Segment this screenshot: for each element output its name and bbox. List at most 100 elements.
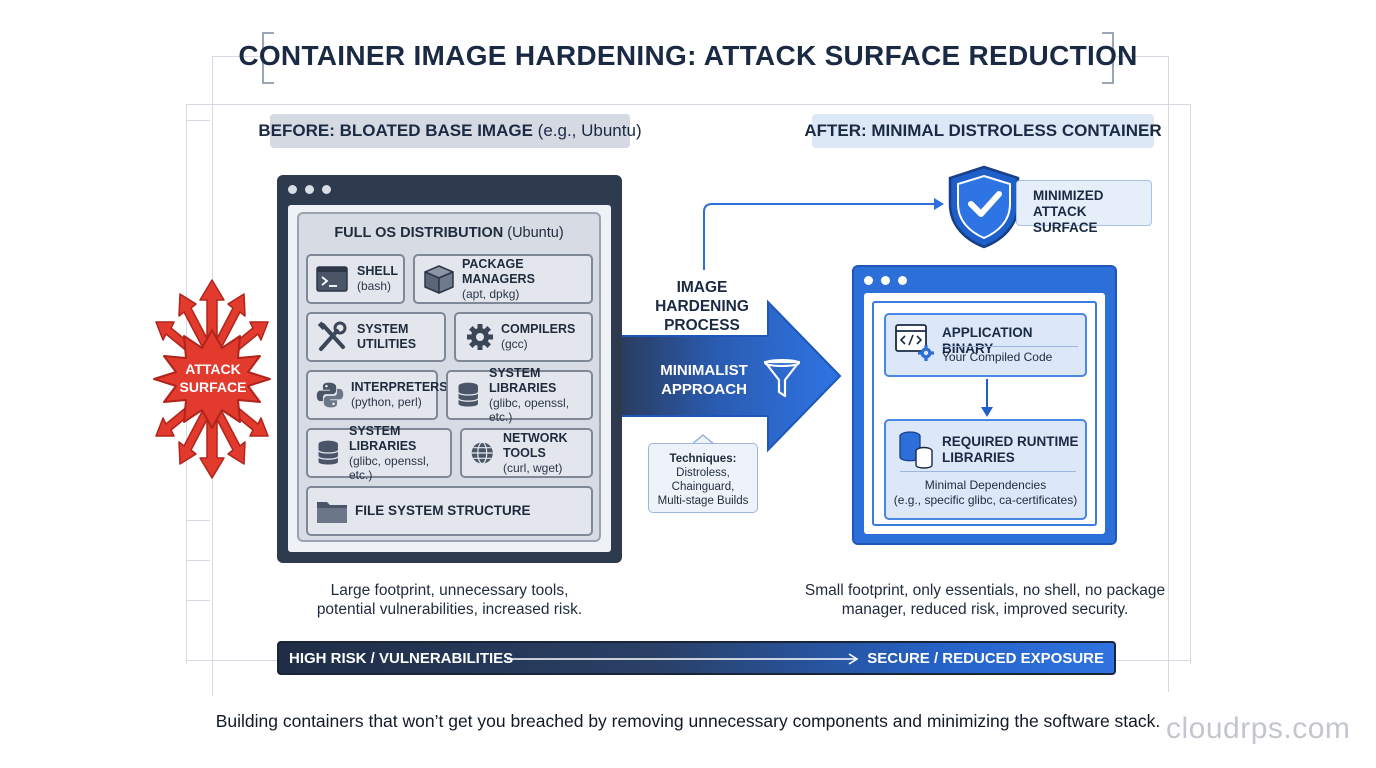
app-binary-divider (942, 346, 1078, 347)
before-header-bold: BEFORE: BLOATED BASE IMAGE (258, 121, 533, 140)
shield-check-icon (948, 165, 1020, 249)
os-title-light: (Ubuntu) (503, 225, 564, 241)
after-caption-line2: manager, reduced risk, improved security… (841, 601, 1129, 618)
window-dot (322, 185, 331, 194)
attack-label-line1: ATTACK (185, 361, 241, 377)
component-file-system-structure: FILE SYSTEM STRUCTURE (306, 486, 593, 536)
attack-surface-label: ATTACK SURFACE (170, 360, 256, 396)
window-dot (898, 276, 907, 285)
runtime-libraries-name-line2: LIBRARIES (942, 450, 1015, 465)
risk-bar-left-label: HIGH RISK / VULNERABILITIES (289, 650, 514, 667)
attack-star-body (153, 329, 271, 429)
component-interpreters: INTERPRETERS(python, perl) (306, 370, 448, 420)
os-title: FULL OS DISTRIBUTION (Ubuntu) (299, 225, 599, 241)
component-name: INTERPRETERS (351, 380, 448, 395)
after-container-window: APPLICATION BINARY Your Compiled Code RE… (852, 265, 1117, 545)
risk-gradient-bar: HIGH RISK / VULNERABILITIES SECURE / RED… (277, 641, 1116, 675)
attack-arrows (155, 279, 269, 479)
component-name: COMPILERS (501, 322, 576, 337)
guide-line (186, 520, 210, 521)
database-icon (457, 382, 479, 407)
guide-line (186, 120, 210, 121)
guide-line (1116, 56, 1168, 57)
attack-label-line2: SURFACE (179, 379, 247, 395)
technique-item: Distroless, (676, 467, 730, 479)
component-name: NETWORK TOOLS (503, 430, 568, 460)
before-header: BEFORE: BLOATED BASE IMAGE (e.g., Ubuntu… (258, 114, 642, 148)
title-bracket-right (1102, 32, 1114, 84)
guide-line (186, 600, 210, 601)
funnel-icon (763, 359, 801, 398)
runtime-libraries-detail-line1: Minimal Dependencies (924, 478, 1047, 492)
app-binary-detail: Your Compiled Code (942, 350, 1053, 364)
after-caption-line1: Small footprint, only essentials, no she… (804, 582, 1166, 599)
tools-icon (317, 321, 347, 351)
watermark: cloudrps.com (1166, 712, 1351, 745)
dependency-arrow (981, 379, 993, 417)
process-line3: PROCESS (664, 317, 740, 334)
component-detail: (apt, dpkg) (462, 286, 520, 301)
approach-line2: APPROACH (661, 381, 747, 398)
process-label: IMAGE HARDENING PROCESS (640, 278, 764, 335)
page-title: CONTAINER IMAGE HARDENING: ATTACK SURFAC… (238, 40, 1138, 71)
window-dot (288, 185, 297, 194)
python-icon (316, 382, 344, 408)
after-window-content: APPLICATION BINARY Your Compiled Code RE… (864, 293, 1105, 534)
risk-bar-right-label: SECURE / REDUCED EXPOSURE (867, 650, 1104, 667)
technique-item: Multi-stage Builds (657, 495, 749, 507)
before-caption-line2: potential vulnerabilities, increased ris… (316, 601, 583, 618)
component-compilers: COMPILERS(gcc) (454, 312, 593, 362)
window-dot (864, 276, 873, 285)
application-binary-box: APPLICATION BINARY Your Compiled Code (884, 313, 1087, 377)
guide-line (212, 56, 260, 57)
component-network-tools: NETWORK TOOLS(curl, wget) (460, 428, 593, 478)
runtime-libraries-name-line1: REQUIRED RUNTIME (942, 434, 1079, 449)
component-name: SYSTEM (357, 322, 409, 336)
folder-icon (317, 502, 347, 523)
before-header-light: (e.g., Ubuntu) (532, 121, 642, 140)
process-line2: HARDENING (655, 298, 749, 315)
guide-line (1168, 56, 1169, 692)
risk-bar-arrow (507, 653, 859, 665)
package-icon (424, 265, 454, 294)
after-header-text: AFTER: MINIMAL DISTROLESS CONTAINER (804, 121, 1162, 140)
techniques-title: Techniques: (669, 453, 737, 465)
badge-connector-arrow (703, 198, 944, 270)
gear-icon (467, 324, 493, 350)
window-dot (305, 185, 314, 194)
runtime-libraries-detail-line2: (e.g., specific glibc, ca-certificates) (893, 493, 1078, 507)
window-dot (881, 276, 890, 285)
after-caption: Small footprint, only essentials, no she… (792, 581, 1178, 619)
hardening-arrow (612, 299, 842, 453)
terminal-icon (316, 266, 348, 292)
before-caption-line1: Large footprint, unnecessary tools, (330, 582, 569, 599)
guide-line (186, 104, 1191, 105)
component-detail: (gcc) (501, 337, 528, 352)
after-inner-frame: APPLICATION BINARY Your Compiled Code RE… (872, 301, 1097, 526)
component-shell: SHELL(bash) (306, 254, 405, 304)
database-icon (899, 431, 933, 469)
component-detail: (python, perl) (351, 395, 422, 410)
component-name: SYSTEM LIBRARIES (349, 423, 417, 453)
minimized-attack-surface-badge: MINIMIZED ATTACK SURFACE (1016, 180, 1152, 235)
component-name: PACKAGE MANAGERS (462, 256, 535, 286)
title-container: CONTAINER IMAGE HARDENING: ATTACK SURFAC… (238, 30, 1137, 82)
component-name: SHELL (357, 264, 398, 279)
database-icon (317, 440, 339, 465)
component-name: SYSTEM LIBRARIES (489, 365, 557, 395)
before-caption: Large footprint, unnecessary tools, pote… (277, 581, 622, 619)
approach-label: MINIMALIST APPROACH (642, 361, 766, 399)
before-window-content: FULL OS DISTRIBUTION (Ubuntu) SHELL(bash… (288, 205, 611, 552)
footer-text: Building containers that won’t get you b… (215, 711, 1161, 731)
technique-item: Chainguard, (671, 481, 735, 493)
required-runtime-libraries-box: REQUIRED RUNTIME LIBRARIES Minimal Depen… (884, 419, 1087, 520)
component-detail: (curl, wget) (503, 460, 563, 475)
app-binary-name: APPLICATION BINARY (942, 325, 1033, 356)
component-system-libraries: SYSTEM LIBRARIES(glibc, openssl, etc.) (446, 366, 593, 424)
guide-line (1190, 104, 1191, 664)
before-container-window: FULL OS DISTRIBUTION (Ubuntu) SHELL(bash… (277, 175, 622, 563)
runtime-libraries-divider (900, 471, 1076, 472)
badge-line2: ATTACK SURFACE (1033, 204, 1098, 235)
component-system-libraries: SYSTEM LIBRARIES(glibc, openssl, etc.) (306, 424, 452, 482)
